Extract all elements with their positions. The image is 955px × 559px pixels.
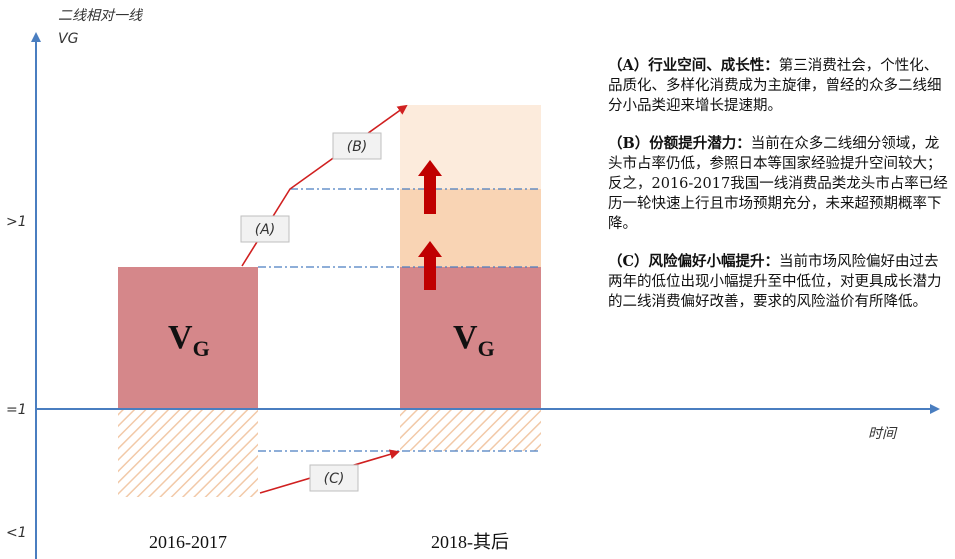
up-arrow-lower	[418, 241, 442, 290]
note-b-heading: （B）份额提升潜力：	[608, 135, 751, 152]
note-a-body: 第三消费社会，个性化、品质化、多样化消费成为主旋律，曾经的众多二线细分小品类迎来…	[608, 58, 942, 114]
tag-a: (A)	[240, 215, 290, 243]
svg-text:(C): (C)	[324, 471, 345, 487]
note-b-body: 当前在众多二线细分领域，龙头市占率仍低，参照日本等国家经验提升空间较大；反之，2…	[608, 136, 948, 232]
tag-c: (C)	[309, 464, 359, 492]
notes-panel: （A）行业空间、成长性：第三消费社会，个性化、品质化、多样化消费成为主旋律，曾经…	[608, 56, 948, 330]
tag-b: (B)	[332, 132, 382, 160]
vg-bar-left	[118, 267, 258, 409]
y-tick-greater: >1	[6, 214, 27, 230]
hatched-region-left	[118, 409, 258, 497]
y-tick-less: <1	[6, 525, 27, 541]
note-c: （C）风险偏好小幅提升：当前市场风险偏好由过去两年的低位出现小幅提升至中低位，对…	[608, 252, 948, 312]
hatched-region-right	[400, 409, 541, 451]
y-axis-subtitle: VG	[58, 31, 79, 47]
vg-label-left: VG	[168, 319, 210, 361]
svg-text:(A): (A)	[255, 222, 276, 238]
growth-block-top	[400, 105, 541, 189]
note-c-body: 当前市场风险偏好由过去两年的低位出现小幅提升至中低位，对更具成长潜力的二线消费偏…	[608, 254, 942, 310]
vg-bar-right	[400, 267, 541, 409]
svg-text:(B): (B)	[347, 139, 368, 155]
note-c-heading: （C）风险偏好小幅提升：	[608, 253, 780, 270]
period-label-left: 2016-2017	[149, 532, 227, 552]
vg-label-right: VG	[453, 319, 495, 361]
y-axis-title: 二线相对一线	[58, 8, 144, 24]
note-b: （B）份额提升潜力：当前在众多二线细分领域，龙头市占率仍低，参照日本等国家经验提…	[608, 134, 948, 234]
y-tick-equal: =1	[6, 402, 27, 418]
note-a-heading: （A）行业空间、成长性：	[608, 57, 779, 74]
up-arrow-upper	[418, 160, 442, 214]
period-label-right: 2018-其后	[431, 532, 509, 552]
note-a: （A）行业空间、成长性：第三消费社会，个性化、品质化、多样化消费成为主旋律，曾经…	[608, 56, 948, 116]
x-axis-title: 时间	[868, 426, 898, 442]
